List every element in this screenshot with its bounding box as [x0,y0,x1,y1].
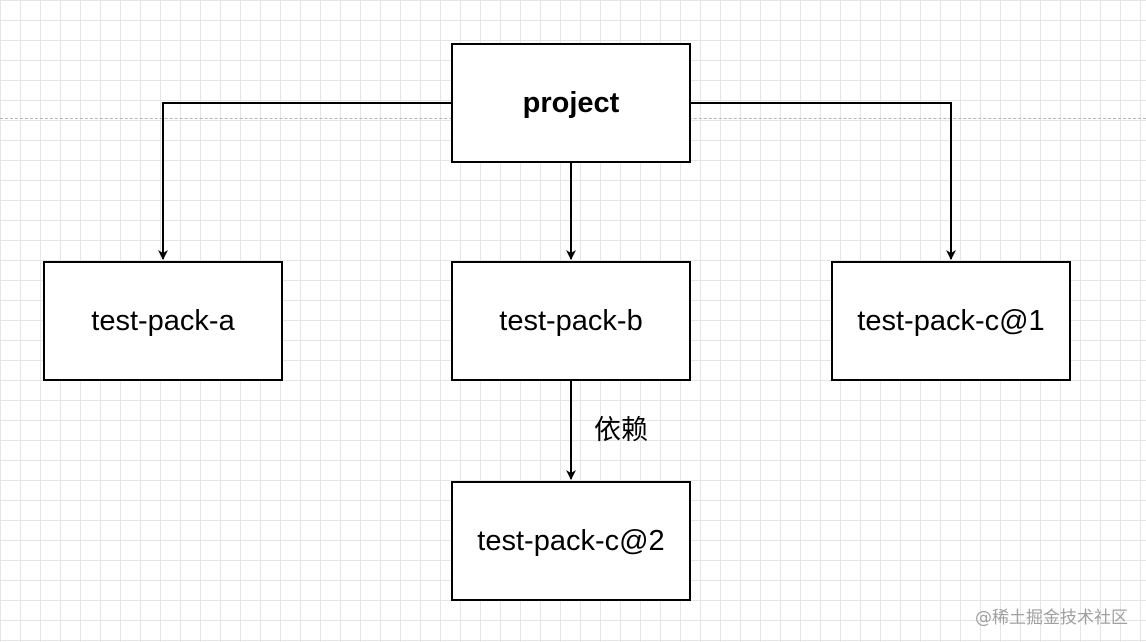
edge-project-to-test-pack-a [158,102,451,260]
node-test-pack-b: test-pack-b [451,261,691,381]
node-project: project [451,43,691,163]
edge-label-depends: 依赖 [594,415,648,446]
watermark: @稀土掘金技术社区 [975,608,1128,628]
node-test-pack-c1: test-pack-c@1 [831,261,1071,381]
node-test-pack-b-label: test-pack-b [499,304,643,337]
node-test-pack-a-label: test-pack-a [91,304,235,337]
node-test-pack-c1-label: test-pack-c@1 [857,304,1045,337]
node-project-label: project [522,86,620,119]
node-test-pack-c2: test-pack-c@2 [451,481,691,601]
edge-project-to-test-pack-c1 [691,102,956,260]
node-test-pack-a: test-pack-a [43,261,283,381]
node-test-pack-c2-label: test-pack-c@2 [477,524,665,557]
